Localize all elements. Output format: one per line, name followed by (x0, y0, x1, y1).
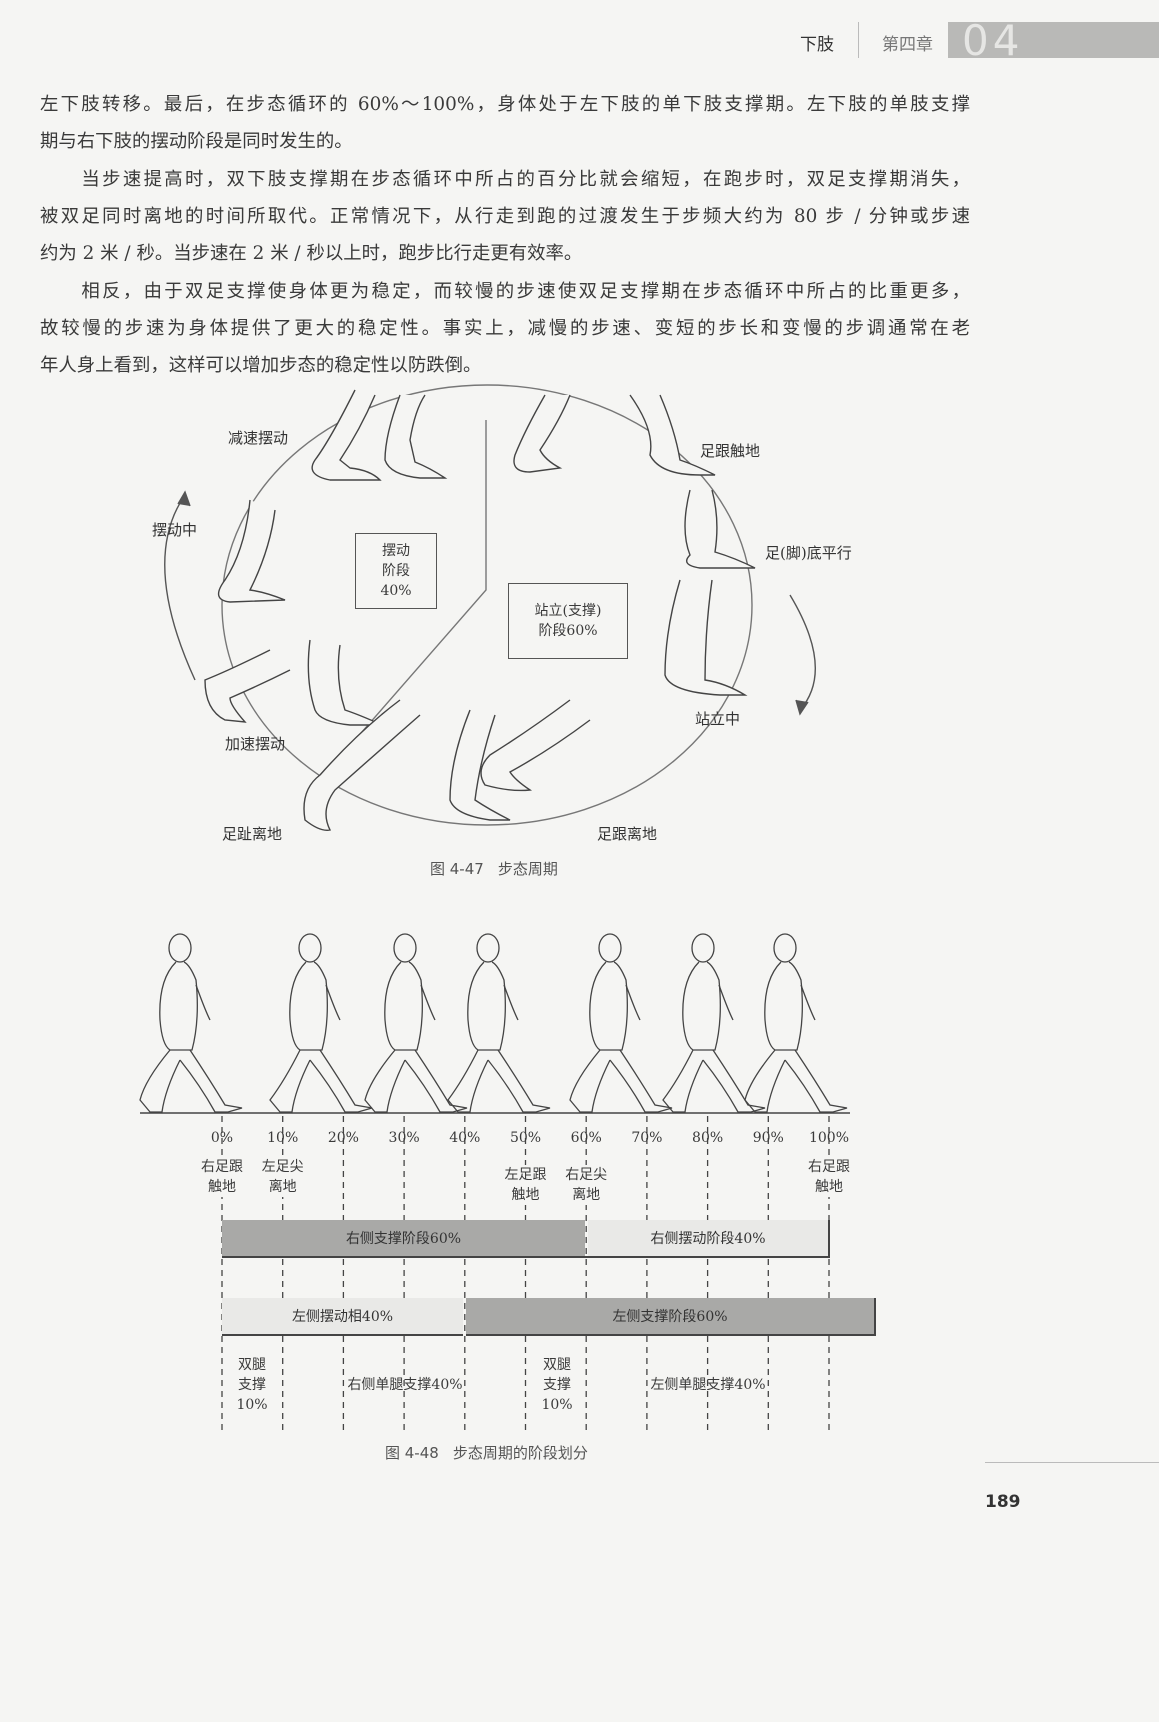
label-heel-strike: 足跟触地 (700, 442, 761, 460)
text: 离地 (572, 1187, 601, 1203)
text: 10% (541, 1397, 573, 1413)
figure-4-47-caption: 图 4-47 步态周期 (430, 858, 558, 879)
text-line: 故较慢的步速为身体提供了更大的稳定性。事实上，减慢的步速、变短的步长和变慢的步调… (40, 318, 970, 339)
walking-figure (744, 933, 848, 1113)
text: 左足跟 (504, 1167, 547, 1183)
text-line: 年人身上看到，这样可以增加步态的稳定性以防跌倒。 (40, 355, 482, 376)
percent-tick-label: 50% (509, 1130, 542, 1146)
label-toe-off: 足趾离地 (222, 825, 283, 843)
box-text: 阶段60% (538, 623, 598, 639)
text: 离地 (268, 1179, 297, 1195)
box-text: 40% (380, 583, 412, 599)
text-line: 期与右下肢的摆动阶段是同时发生的。 (40, 131, 353, 152)
running-header-section: 下肢 (800, 35, 834, 55)
chapter-number-tab: 04 (948, 16, 1159, 65)
text: 右足尖 (565, 1167, 608, 1183)
gait-cycle-diagram (164, 384, 816, 831)
label-heel-off: 足跟离地 (597, 825, 658, 843)
phase-divider (319, 420, 487, 781)
double-support-label: 双腿 支撑 10% (236, 1355, 267, 1415)
text: 双腿 (238, 1357, 266, 1373)
gait-cycle-circle (221, 384, 753, 826)
percent-tick-label: 10% (267, 1130, 299, 1146)
double-support-label: 双腿 支撑 10% (541, 1355, 572, 1415)
text-line: 左下肢转移。最后，在步态循环的 60%～100%，身体处于左下肢的单下肢支撑期。… (40, 94, 970, 115)
walking-figure (269, 933, 373, 1113)
left-single-support-label: 左侧单腿支撑40% (650, 1377, 766, 1393)
text: 右足跟 (201, 1159, 243, 1175)
percent-tick-label: 30% (388, 1130, 420, 1146)
right-swing-bar: 右侧摆动阶段40% (588, 1220, 830, 1258)
header-divider (858, 22, 859, 58)
walking-figure (569, 933, 673, 1113)
text-line: 当步速提高时，双下肢支撑期在步态循环中所占的百分比就会缩短，在跑步时，双足支撑期… (40, 169, 970, 190)
percent-tick-label: 0% (210, 1130, 234, 1146)
gait-event-label: 左足跟触地 (504, 1165, 547, 1205)
box-text: 阶段 (382, 563, 410, 579)
left-swing-bar: 左侧摆动相40% (222, 1298, 463, 1336)
caption-text: 步态周期的阶段划分 (452, 1444, 588, 1462)
chapter-number: 04 (962, 16, 1024, 65)
percent-tick-label: 70% (631, 1130, 663, 1146)
leg-illustrations (204, 389, 756, 831)
stance-arrow-icon (789, 594, 816, 711)
page-number: 189 (985, 1492, 1021, 1512)
walking-figure (662, 933, 766, 1113)
percent-tick-label: 90% (752, 1130, 784, 1146)
percent-tick-label: 100% (808, 1130, 850, 1146)
gait-event-label: 右足跟触地 (808, 1157, 850, 1197)
footer-rule (985, 1462, 1159, 1463)
percent-tick-label: 40% (449, 1130, 481, 1146)
text-line: 被双足同时离地的时间所取代。正常情况下，从行走到跑的过渡发生于步频大约为 80 … (40, 206, 970, 227)
arrowhead-icon (177, 490, 191, 507)
bar-baseline (222, 1256, 588, 1258)
left-stance-bar: 左侧支撑阶段60% (466, 1298, 876, 1336)
walking-figure (139, 933, 243, 1113)
running-header-chapter: 第四章 (882, 35, 933, 55)
text: 触地 (208, 1179, 236, 1195)
text: 10% (236, 1397, 268, 1413)
right-stance-bar: 右侧支撑阶段60% (222, 1220, 585, 1256)
text: 右足跟 (808, 1159, 850, 1175)
swing-phase-box: 摆动 阶段 40% (355, 533, 437, 609)
gait-event-label: 右足尖离地 (565, 1165, 608, 1205)
text-line: 相反，由于双足支撑使身体更为稳定，而较慢的步速使双足支撑期在步态循环中所占的比重… (40, 281, 970, 302)
box-text: 站立(支撑) (534, 603, 602, 619)
label-decel-swing: 减速摆动 (228, 429, 289, 447)
text: 触地 (511, 1187, 540, 1203)
caption-number: 图 4-47 (430, 860, 484, 878)
caption-text: 步态周期 (497, 860, 558, 878)
walking-figure (364, 933, 468, 1113)
text: 双腿 (543, 1357, 571, 1373)
right-single-support-label: 右侧单腿支撑40% (347, 1377, 463, 1393)
percent-tick-label: 20% (327, 1130, 359, 1146)
text: 左足尖 (261, 1159, 304, 1175)
walking-figures (139, 933, 850, 1430)
caption-number: 图 4-48 (385, 1444, 439, 1462)
percent-tick-label: 80% (692, 1130, 724, 1146)
gait-event-label: 右足跟触地 (201, 1157, 243, 1197)
stance-phase-box: 站立(支撑) 阶段60% (508, 583, 628, 659)
text-line: 约为 2 米 / 秒。当步速在 2 米 / 秒以上时，跑步比行走更有效率。 (40, 243, 583, 264)
gait-event-label: 左足尖离地 (261, 1157, 304, 1197)
label-mid-stance: 站立中 (695, 710, 741, 728)
text: 触地 (815, 1179, 843, 1195)
label-mid-swing: 摆动中 (152, 521, 198, 539)
label-foot-flat: 足(脚)底平行 (765, 544, 852, 562)
figure-4-48-caption: 图 4-48 步态周期的阶段划分 (385, 1442, 588, 1463)
text: 支撑 (543, 1377, 571, 1393)
text: 支撑 (238, 1377, 266, 1393)
percent-tick-label: 60% (570, 1130, 602, 1146)
swing-arrow-icon (164, 494, 196, 681)
label-accel-swing: 加速摆动 (225, 735, 286, 753)
walking-figure (447, 933, 551, 1113)
box-text: 摆动 (382, 543, 410, 559)
arrowhead-icon (795, 699, 809, 716)
